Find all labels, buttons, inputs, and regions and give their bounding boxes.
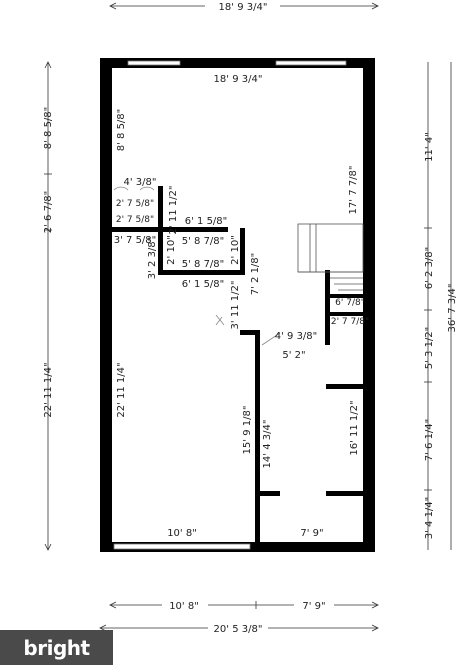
top-dimension-text: 18' 9 3/4" bbox=[219, 2, 268, 13]
label-hall-right: 2' 10" bbox=[230, 235, 241, 265]
right-dim-2: 6' 2 3/8" bbox=[424, 247, 435, 290]
top-dimension-line: 18' 9 3/4" bbox=[109, 0, 379, 13]
watermark-text: bright bbox=[23, 635, 90, 660]
interior-labels: 18' 9 3/4" 8' 8 5/8" 17' 7 7/8" 4' 3/8" … bbox=[114, 74, 369, 539]
label-kitchen-left: 15' 9 1/8" bbox=[242, 406, 253, 455]
label-closet-height: 2' 11 1/2" bbox=[168, 186, 179, 235]
left-dimension-line: 8' 8 5/8" 2' 6 7/8" 22' 11 1/4" bbox=[43, 61, 54, 551]
label-landing: 4' 9 3/8" bbox=[275, 331, 318, 342]
label-hall-top: 6' 1 5/8" bbox=[185, 216, 228, 227]
windows bbox=[113, 60, 347, 550]
right-dim-4: 7' 6 1/4" bbox=[424, 419, 435, 462]
label-top-width: 18' 9 3/4" bbox=[214, 74, 263, 85]
right-dim-1: 11' 4" bbox=[424, 132, 435, 162]
right-dim-3: 5' 3 1/2" bbox=[424, 327, 435, 370]
label-kitchen-right: 16' 11 1/2" bbox=[349, 400, 360, 455]
right-dim-5: 3' 4 1/4" bbox=[424, 497, 435, 540]
left-dim-2: 2' 6 7/8" bbox=[43, 191, 54, 234]
label-living-lower: 22' 11 1/4" bbox=[116, 362, 127, 417]
left-dim-1: 8' 8 5/8" bbox=[43, 107, 54, 150]
label-closet-b: 2' 7 5/8" bbox=[116, 215, 154, 225]
right-dim-total: 36' 7 3/4" bbox=[447, 284, 458, 333]
label-corridor-left: 3' 11 1/2" bbox=[230, 281, 241, 330]
label-closet-top: 4' 3/8" bbox=[124, 177, 157, 188]
label-right-height: 17' 7 7/8" bbox=[348, 166, 359, 215]
bottom-dimension-lines: 10' 8" 7' 9" 20' 5 3/8" bbox=[99, 598, 379, 635]
label-bottom-left: 10' 8" bbox=[167, 528, 197, 539]
label-side-small: 3' 2 3/8" bbox=[147, 237, 158, 280]
label-closet-a: 2' 7 5/8" bbox=[116, 199, 154, 209]
right-dimension-line: 11' 4" 6' 2 3/8" 5' 3 1/2" 36' 7 3/4" 7'… bbox=[424, 62, 458, 550]
label-closet-right-a: 6' 7/8" bbox=[335, 298, 365, 308]
watermark-logo: bright bbox=[0, 630, 113, 665]
left-dim-3: 22' 11 1/4" bbox=[43, 362, 54, 417]
label-door-width: 5' 2" bbox=[282, 350, 305, 361]
label-closet-bottom: 3' 7 5/8" bbox=[114, 235, 157, 246]
label-hall-inner-bottom: 5' 8 7/8" bbox=[182, 259, 225, 270]
label-hall-bottom: 6' 1 5/8" bbox=[182, 279, 225, 290]
label-living-height: 8' 8 5/8" bbox=[116, 109, 127, 152]
stairs bbox=[297, 223, 364, 291]
label-bottom-right: 7' 9" bbox=[300, 528, 323, 539]
doors bbox=[113, 186, 281, 346]
label-hall-inner-top: 5' 8 7/8" bbox=[182, 236, 225, 247]
bottom-dim-2: 7' 9" bbox=[302, 601, 325, 612]
label-corridor: 7' 2 1/8" bbox=[250, 253, 261, 296]
bottom-dim-1: 10' 8" bbox=[169, 601, 199, 612]
bottom-dim-total: 20' 5 3/8" bbox=[214, 624, 263, 635]
label-closet-right-b: 2' 7 7/8" bbox=[331, 317, 369, 327]
label-hall-left: 2' 10" bbox=[166, 235, 177, 265]
label-kitchen-mid: 14' 4 3/4" bbox=[262, 420, 273, 469]
